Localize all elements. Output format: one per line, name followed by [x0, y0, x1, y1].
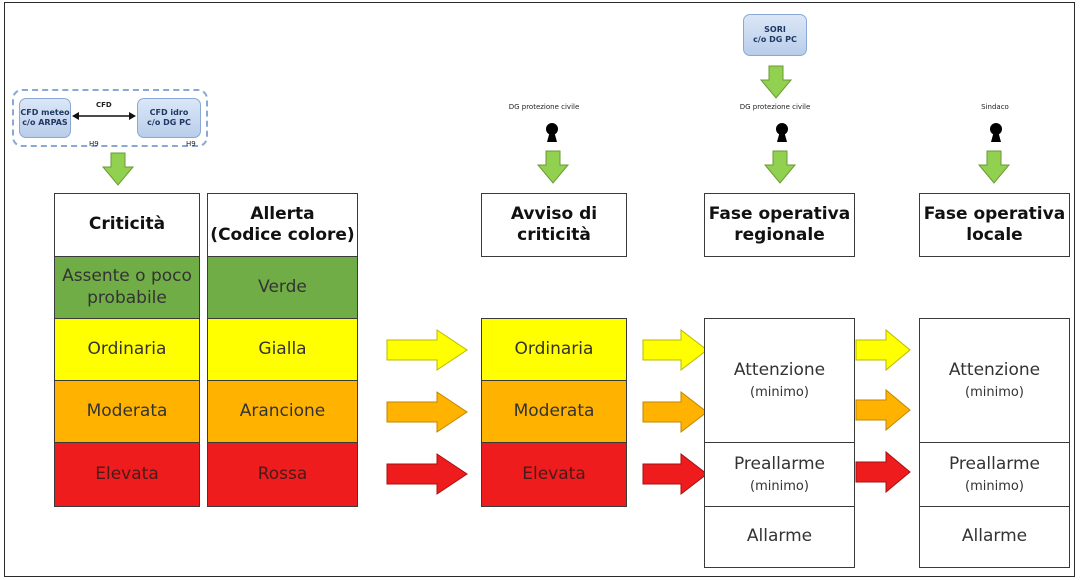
criticita-moderata-text: Moderata	[86, 400, 168, 421]
criticita-header: Criticità	[54, 193, 200, 257]
avviso-elevata-text: Elevata	[522, 463, 586, 484]
avviso-elevata: Elevata	[481, 442, 627, 507]
regionale-header-line1: Fase operativa	[708, 203, 851, 224]
locale-header-line1: Fase operativa	[923, 203, 1066, 224]
down-arrow-icon	[759, 65, 793, 99]
locale-attenzione: Attenzione (minimo)	[919, 318, 1070, 443]
down-arrow-icon	[977, 150, 1011, 184]
diagram-frame	[4, 2, 1075, 577]
allerta-rossa: Rossa	[207, 442, 358, 507]
avviso-header: Avviso di criticità	[481, 193, 627, 257]
cfd-idro-box: CFD idro c/o DG PC	[137, 98, 201, 138]
authority-locale: Sindaco	[981, 103, 1009, 111]
cfd-link-label: CFD	[96, 101, 112, 109]
regionale-header: Fase operativa regionale	[704, 193, 855, 257]
right-arrow-icon	[642, 390, 708, 434]
avviso-header-line1: Avviso di	[510, 203, 598, 224]
allerta-gialla-text: Gialla	[258, 338, 307, 359]
locale-preallarme: Preallarme (minimo)	[919, 442, 1070, 507]
criticita-elevata: Elevata	[54, 442, 200, 507]
regionale-allarme: Allarme	[704, 506, 855, 568]
allerta-verde: Verde	[207, 256, 358, 319]
criticita-elevata-text: Elevata	[95, 463, 159, 484]
criticita-header-text: Criticità	[88, 214, 166, 235]
h9-right-label: H9	[186, 140, 196, 148]
regionale-preallarme-text: Preallarme	[733, 454, 826, 475]
locale-header-line2: locale	[966, 225, 1023, 245]
allerta-rossa-text: Rossa	[257, 463, 308, 484]
right-arrow-icon	[855, 388, 911, 432]
regionale-preallarme: Preallarme (minimo)	[704, 442, 855, 507]
criticita-assente: Assente o poco probabile	[54, 256, 200, 319]
sori-box: SORI c/o DG PC	[743, 14, 807, 56]
regionale-attenzione-text: Attenzione	[733, 360, 826, 381]
down-arrow-icon	[763, 150, 797, 184]
criticita-moderata: Moderata	[54, 380, 200, 443]
right-arrow-icon	[386, 329, 468, 371]
h9-left-label: H9	[89, 140, 99, 148]
cfd-idro-name: CFD idro	[149, 108, 189, 117]
allerta-header: Allerta (Codice colore)	[207, 193, 358, 257]
keyhole-icon	[546, 123, 558, 142]
authority-avviso: DG protezione civile	[508, 103, 580, 111]
regionale-header-line2: regionale	[734, 225, 825, 245]
regionale-attenzione: Attenzione (minimo)	[704, 318, 855, 443]
right-arrow-icon	[386, 453, 468, 495]
right-arrow-icon	[642, 452, 708, 496]
right-arrow-icon	[386, 391, 468, 433]
regionale-preallarme-sub: (minimo)	[750, 478, 809, 494]
double-headed-arrow-icon	[72, 112, 136, 120]
criticita-ordinaria-text: Ordinaria	[87, 338, 167, 359]
allerta-gialla: Gialla	[207, 318, 358, 381]
allerta-verde-text: Verde	[258, 276, 307, 297]
cfd-idro-location: c/o DG PC	[147, 118, 191, 127]
avviso-moderata-text: Moderata	[513, 400, 595, 421]
cfd-meteo-name: CFD meteo	[20, 108, 70, 117]
sori-location: c/o DG PC	[753, 35, 797, 44]
cfd-meteo-box: CFD meteo c/o ARPAS	[19, 98, 71, 138]
allerta-header-line2: (Codice colore)	[210, 225, 355, 245]
right-arrow-icon	[855, 328, 911, 372]
keyhole-icon	[990, 123, 1002, 142]
locale-allarme: Allarme	[919, 506, 1070, 568]
down-arrow-icon	[536, 150, 570, 184]
locale-header: Fase operativa locale	[919, 193, 1070, 257]
cfd-group	[12, 89, 208, 147]
locale-preallarme-sub: (minimo)	[965, 478, 1024, 494]
locale-preallarme-text: Preallarme	[948, 454, 1041, 475]
avviso-ordinaria-text: Ordinaria	[514, 338, 594, 359]
locale-attenzione-sub: (minimo)	[965, 384, 1024, 400]
avviso-header-line2: criticità	[517, 225, 591, 245]
criticita-assente-text: Assente o poco probabile	[62, 266, 192, 308]
authority-regionale: DG protezione civile	[739, 103, 811, 111]
sori-name: SORI	[764, 25, 786, 34]
allerta-arancione-text: Arancione	[239, 400, 326, 421]
regionale-attenzione-sub: (minimo)	[750, 384, 809, 400]
avviso-ordinaria: Ordinaria	[481, 318, 627, 381]
right-arrow-icon	[855, 450, 911, 494]
allerta-arancione: Arancione	[207, 380, 358, 443]
locale-attenzione-text: Attenzione	[948, 360, 1041, 381]
regionale-allarme-text: Allarme	[746, 526, 813, 547]
keyhole-icon	[776, 123, 788, 142]
avviso-moderata: Moderata	[481, 380, 627, 443]
down-arrow-icon	[101, 152, 135, 186]
right-arrow-icon	[642, 328, 708, 372]
cfd-meteo-location: c/o ARPAS	[22, 118, 68, 127]
locale-allarme-text: Allarme	[961, 526, 1028, 547]
criticita-ordinaria: Ordinaria	[54, 318, 200, 381]
allerta-header-line1: Allerta	[250, 203, 315, 224]
